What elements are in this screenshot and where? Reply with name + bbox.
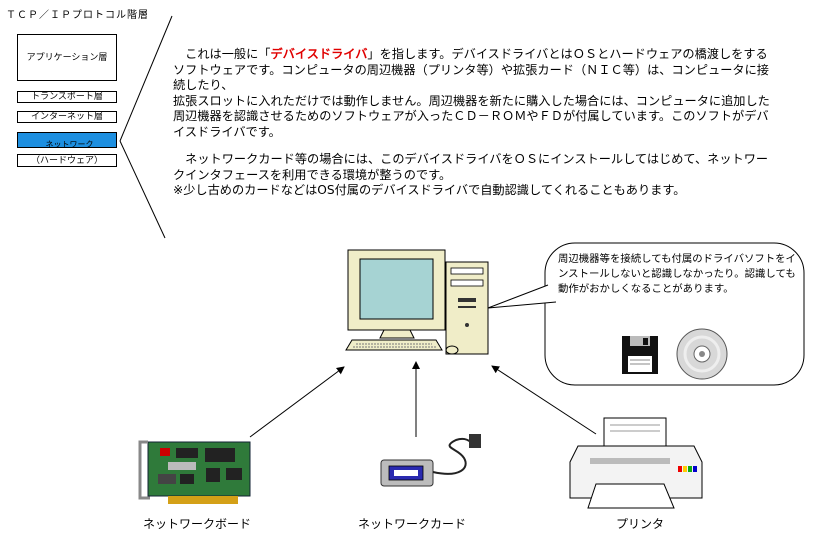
- layer-application-label: アプリケーション層: [26, 53, 108, 63]
- network-card-icon: [380, 434, 481, 487]
- printer-icon: [569, 417, 703, 509]
- cd-rom-icon: [676, 328, 728, 380]
- printer-label: プリンタ: [616, 517, 665, 531]
- layer-transport: トランスポート層: [17, 91, 117, 103]
- description-p1-before: これは一般に「: [173, 47, 271, 61]
- network-board-icon: [138, 440, 251, 504]
- description-paragraph-2: ネットワークカード等の場合には、このデバイスドライバをＯＳにインストールしてはじ…: [173, 152, 769, 182]
- layer-hardware-label: （ハードウェア）: [30, 156, 103, 166]
- layer-internet: インターネット層: [17, 111, 117, 123]
- description-paragraph-1: これは一般に「デバイスドライバ」を指します。デバイスドライバとはＯＳとハードウェ…: [173, 47, 773, 140]
- floppy-disk-icon: [622, 336, 658, 374]
- callout-bubble: [487, 242, 805, 386]
- layer-hardware: （ハードウェア）: [17, 154, 117, 167]
- description-paragraph-3: ※少し古めのカードなどはOS付属のデバイスドライバで自動認識してくれることもあり…: [173, 183, 686, 197]
- zoom-line-bottom: [119, 140, 166, 239]
- layer-internet-label: インターネット層: [30, 112, 103, 122]
- layer-network-interface-label: ネットワーク インタフェース層: [45, 140, 94, 148]
- computer-icon: [345, 249, 489, 355]
- network-board-label: ネットワークボード: [143, 517, 252, 531]
- callout-text: 周辺機器等を接続しても付属のドライバソフトをインストールしないと認識しなかったり…: [558, 253, 796, 295]
- layer-transport-label: トランスポート層: [31, 92, 103, 102]
- arrow-printer-to-pc: [491, 365, 597, 435]
- layer-stack-title: ＴＣＰ／ＩＰプロトコル階層: [6, 10, 149, 21]
- description-p1-after: 」を指します。デバイスドライバとはＯＳとハードウェアの橋渡しをするソフトウェアで…: [173, 47, 770, 139]
- device-driver-highlight: デバイスドライバ: [270, 47, 368, 61]
- network-card-label: ネットワークカード: [358, 517, 467, 531]
- arrow-board-to-pc: [249, 366, 345, 438]
- layer-application: アプリケーション層: [17, 34, 117, 81]
- layer-network-interface: ネットワーク インタフェース層: [17, 132, 117, 148]
- zoom-line-top: [119, 15, 173, 142]
